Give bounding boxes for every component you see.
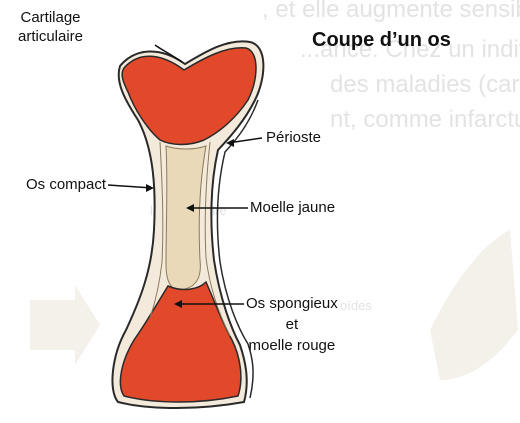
compact-bone-arrowhead bbox=[146, 184, 154, 192]
spongy-bone-label-line-1: Os spongieux bbox=[246, 296, 338, 311]
spongy-bone-label-line-3: moelle rouge bbox=[246, 338, 338, 353]
compact-bone-label: Os compact bbox=[26, 177, 106, 192]
periosteum-label: Périoste bbox=[266, 130, 321, 145]
cartilage-label-line-2: articulaire bbox=[18, 29, 83, 44]
cartilage-label: Cartilage articulaire bbox=[18, 10, 83, 44]
compact-bone-leader-line bbox=[108, 185, 152, 188]
spongy-bone-label: Os spongieux et moelle rouge bbox=[246, 296, 338, 353]
spongy-bone-label-line-2: et bbox=[246, 317, 338, 332]
cartilage-label-line-1: Cartilage bbox=[18, 10, 83, 25]
diagram-title: Coupe d’un os bbox=[312, 30, 451, 50]
yellow-marrow-label: Moelle jaune bbox=[250, 200, 335, 215]
